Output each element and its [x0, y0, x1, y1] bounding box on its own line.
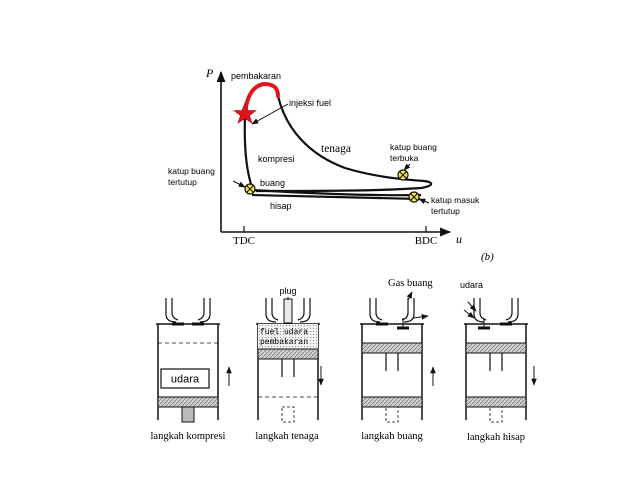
- piston: [157, 396, 219, 408]
- valve-marker-exhaust-open: [397, 169, 409, 181]
- label-katup-masuk-tertutup-2: tertutup: [431, 206, 460, 216]
- combustion-zone: [258, 324, 318, 349]
- label-pembakaran: pembakaran: [231, 71, 281, 81]
- expansion-curve: [255, 95, 433, 193]
- y-axis-label: P: [205, 66, 214, 80]
- label-gas-buang: Gas buang: [388, 278, 433, 289]
- label-buang: buang: [260, 178, 285, 188]
- label-katup-buang-terbuka-2: terbuka: [390, 153, 419, 163]
- injection-leader: [251, 103, 289, 125]
- injection-star-icon: [233, 102, 257, 124]
- bottom-piston: [465, 396, 527, 408]
- label-udara-intake: udara: [460, 280, 483, 290]
- ghost-rod: [281, 406, 295, 423]
- spark-plug-icon: [283, 298, 293, 324]
- bottom-piston: [361, 396, 423, 408]
- exhaust-port: [197, 298, 211, 323]
- piston: [257, 348, 319, 360]
- label-tenaga: tenaga: [321, 143, 351, 155]
- intake-closed-leader: [418, 198, 430, 204]
- valve-marker-intake-closed: [408, 191, 420, 203]
- piston: [361, 342, 423, 354]
- exhaust-port: [401, 298, 415, 323]
- stroke-caption-hisap: langkah hisap: [467, 432, 525, 443]
- stroke-caption-tenaga: langkah tenaga: [255, 431, 319, 442]
- label-katup-buang-tertutup-2: tertutup: [168, 177, 197, 187]
- piston: [465, 342, 527, 354]
- tdc-label: TDC: [233, 235, 255, 247]
- stroke-caption-kompresi: langkah kompresi: [151, 431, 226, 442]
- label-hisap: hisap: [270, 201, 292, 211]
- intake-port: [369, 298, 383, 323]
- connecting-rod: [181, 406, 195, 423]
- label-kompresi: kompresi: [258, 154, 295, 164]
- air-flow-arrow: [463, 309, 475, 319]
- label-katup-buang-tertutup-1: katup buang: [168, 166, 215, 176]
- pv-diagram: P u TDC BDC (b): [168, 66, 494, 263]
- label-injeksi-fuel: injeksi fuel: [289, 98, 331, 108]
- exhaust-line: [251, 188, 422, 197]
- intake-line: [251, 193, 421, 201]
- cylinder-kompresi: udara langkah kompresi: [151, 298, 232, 442]
- valve-marker-exhaust-closed: [244, 183, 256, 195]
- exhaust-open-leader: [403, 163, 411, 171]
- bdc-label: BDC: [415, 235, 438, 247]
- compression-curve: [243, 115, 254, 188]
- chamber-label-pembakaran: pembakaran: [260, 338, 308, 347]
- chamber-label-box: [160, 368, 210, 389]
- label-plug: plug: [279, 286, 296, 296]
- chamber-label-udara: udara: [171, 374, 200, 386]
- cylinder-buang: Gas buang langkah buang: [360, 278, 436, 442]
- exhaust-port: [297, 298, 311, 323]
- exhaust-closed-leader: [232, 180, 246, 188]
- intake-port: [165, 298, 179, 323]
- gas-flow-arrow: [412, 314, 429, 320]
- cylinder-hisap: udara langkah hisap: [460, 280, 537, 443]
- panel-label: (b): [481, 251, 494, 263]
- ghost-rod: [385, 406, 399, 423]
- intake-port: [265, 298, 279, 323]
- chamber-label-fuel-udara: fuel udara: [260, 328, 308, 337]
- label-katup-buang-terbuka-1: katup buang: [390, 142, 437, 152]
- label-katup-masuk-tertutup-1: katup masuk: [431, 195, 480, 205]
- ghost-rod: [489, 406, 503, 423]
- stroke-caption-buang: langkah buang: [361, 431, 423, 442]
- combustion-curve: [243, 81, 280, 118]
- exhaust-port: [505, 298, 519, 323]
- gas-flow-arrow: [406, 291, 413, 301]
- cylinder-tenaga: plug fuel udara pembakaran langkah tenag…: [255, 286, 324, 442]
- air-flow-arrow: [467, 301, 477, 312]
- x-axis-label: u: [456, 232, 462, 246]
